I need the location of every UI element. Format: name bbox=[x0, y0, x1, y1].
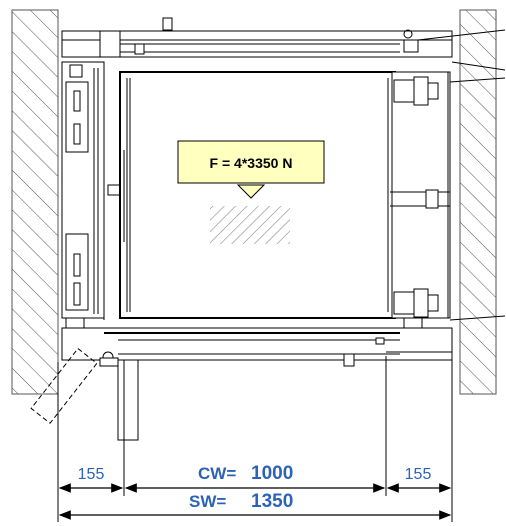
force-indicator: F = 4*3350 N bbox=[177, 140, 325, 244]
right-gap-value: 155 bbox=[405, 466, 432, 483]
force-label: F = 4*3350 N bbox=[210, 155, 293, 171]
sw-value: 1350 bbox=[251, 491, 293, 512]
left-wall bbox=[11, 9, 59, 395]
door-leaf bbox=[30, 347, 139, 441]
force-arrow-icon bbox=[236, 184, 266, 199]
car-cabin bbox=[119, 71, 396, 319]
cw-value: 1000 bbox=[251, 463, 293, 484]
right-wall bbox=[459, 9, 497, 395]
cw-label: CW= bbox=[198, 464, 236, 483]
load-area bbox=[210, 206, 290, 244]
left-gap-value: 155 bbox=[78, 466, 105, 483]
sw-label: SW= bbox=[189, 492, 226, 511]
force-label-box bbox=[177, 140, 325, 184]
top-frame bbox=[61, 17, 506, 71]
bottom-sill bbox=[61, 317, 453, 367]
right-guide-assembly bbox=[390, 71, 506, 321]
left-door-panel bbox=[61, 61, 123, 320]
extension-lines bbox=[57, 356, 453, 522]
dimension-lines bbox=[58, 483, 452, 520]
